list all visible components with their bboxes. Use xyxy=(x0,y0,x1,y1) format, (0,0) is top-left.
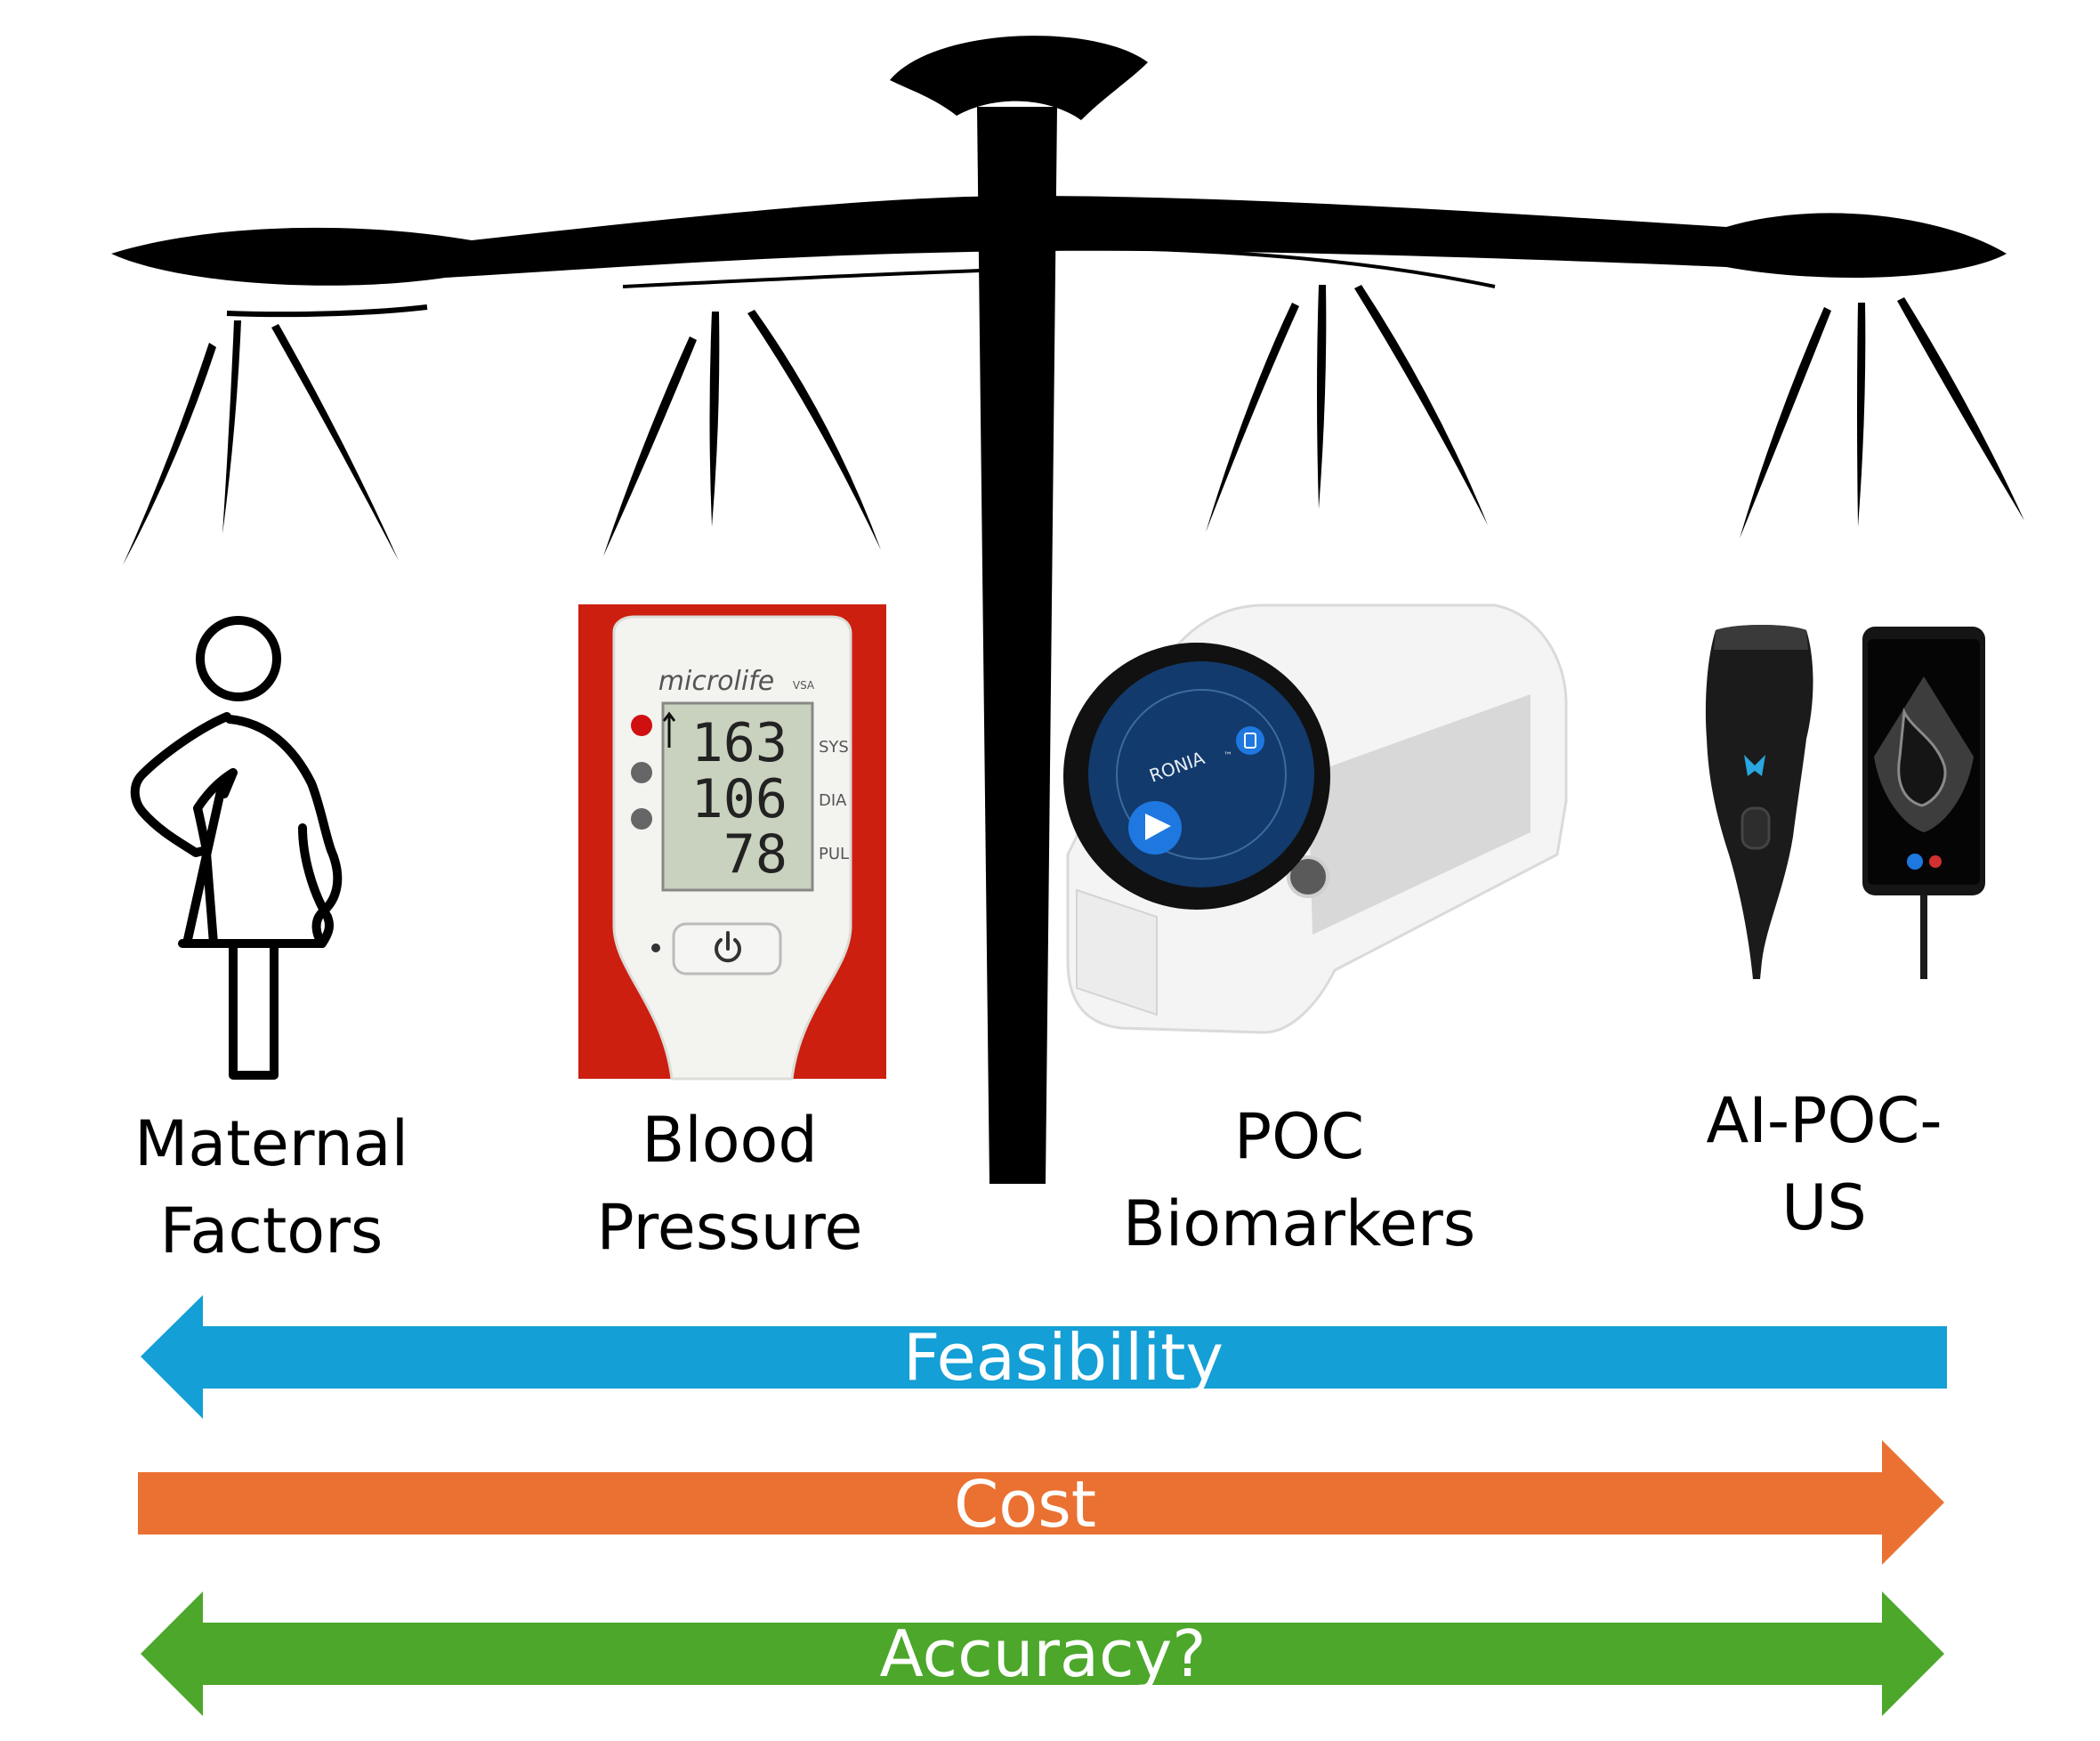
bp-sys-value: 163 xyxy=(691,712,788,774)
bp-dia-label: DIA xyxy=(819,791,847,810)
bp-sys-label: SYS xyxy=(819,738,849,757)
label-blood-pressure-line1: Blood xyxy=(642,1104,818,1177)
bp-dia-value: 106 xyxy=(691,768,788,830)
ultrasound-probe xyxy=(1705,625,1813,979)
bp-indicator-red xyxy=(631,715,652,736)
bp-brand: microlife xyxy=(658,666,774,697)
label-blood-pressure-line2: Pressure xyxy=(596,1191,863,1264)
scale-strings xyxy=(123,285,2024,565)
bp-pul-label: PUL xyxy=(819,845,849,863)
bp-indicator-gray-2 xyxy=(631,808,652,830)
bp-lcd xyxy=(661,701,814,892)
power-icon xyxy=(715,931,741,963)
ultrasound-probe-phone-image xyxy=(1705,625,1985,979)
label-ai-poc-us-line1: AI-POC- xyxy=(1706,1084,1942,1157)
poc-side-button xyxy=(1287,855,1329,898)
play-icon xyxy=(1145,814,1171,840)
label-maternal-factors-line1: Maternal xyxy=(133,1107,409,1180)
scale-pole xyxy=(977,107,1057,1184)
phone-capture-icon xyxy=(1907,854,1923,870)
scale-beam xyxy=(111,196,2007,286)
cost-arrow: Cost xyxy=(138,1440,1944,1565)
label-ai-poc-us: AI-POC- US xyxy=(1619,1077,2029,1251)
poc-screen-icon-button xyxy=(1236,726,1264,755)
accuracy-arrow: Accuracy? xyxy=(141,1591,1944,1716)
label-poc-biomarkers: POC Biomarkers xyxy=(1068,1093,1531,1267)
poc-screen xyxy=(1088,661,1314,887)
scale-handle xyxy=(890,36,1148,120)
label-maternal-factors: Maternal Factors xyxy=(71,1100,472,1275)
probe-button xyxy=(1741,806,1771,850)
blood-pressure-monitor-image: microlife VSA 163 106 78 SYS DIA PUL xyxy=(578,604,886,1081)
scale xyxy=(111,36,2024,1184)
bp-pul-value: 78 xyxy=(723,823,788,886)
phone-record-icon xyxy=(1929,855,1942,868)
butterfly-logo-icon xyxy=(1744,755,1765,776)
label-maternal-factors-line2: Factors xyxy=(159,1194,384,1267)
label-poc-biomarkers-line1: POC xyxy=(1233,1100,1365,1173)
bp-indicator-gray-1 xyxy=(631,762,652,783)
label-blood-pressure: Blood Pressure xyxy=(525,1097,934,1271)
label-poc-biomarkers-line2: Biomarkers xyxy=(1122,1187,1476,1260)
label-ai-poc-us-line2: US xyxy=(1781,1171,1867,1244)
pregnant-woman-icon xyxy=(130,616,343,1080)
poc-device-mark: ™ xyxy=(1224,751,1232,761)
feasibility-label: Feasibility xyxy=(903,1320,1224,1395)
feasibility-arrow: Feasibility xyxy=(141,1295,1947,1419)
cost-label: Cost xyxy=(954,1467,1096,1542)
accuracy-label: Accuracy? xyxy=(880,1616,1207,1691)
bp-badge: VSA xyxy=(793,679,815,692)
poc-biomarker-device-image: RONIA ™ xyxy=(1063,603,1568,1034)
